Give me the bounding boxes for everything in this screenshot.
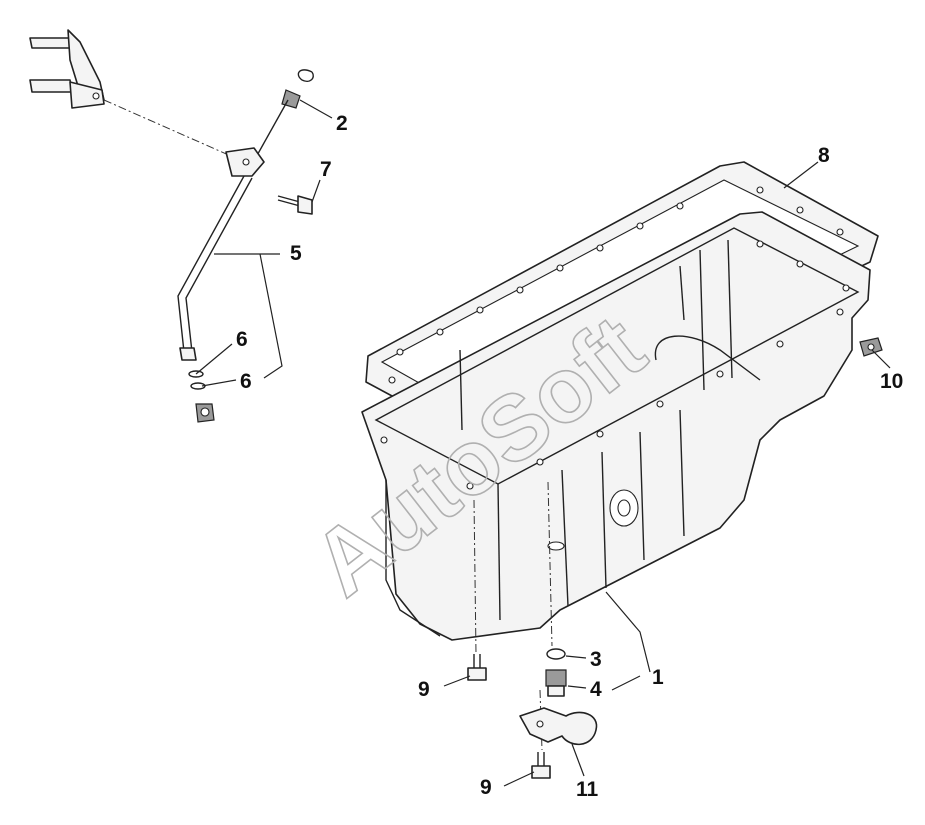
callout-6-upper: 6 [236, 328, 248, 351]
dipstick-tube [177, 147, 265, 361]
callout-5: 5 [290, 242, 302, 265]
callout-6-lower: 6 [240, 370, 252, 393]
bolt-9b [531, 752, 551, 779]
callout-9-lower: 9 [480, 776, 492, 799]
washer-3 [546, 648, 566, 660]
callout-10: 10 [880, 370, 903, 393]
tube-adapter [195, 403, 215, 423]
callout-1: 1 [652, 666, 664, 689]
bolt-9a [467, 654, 487, 681]
o-ring-upper [188, 370, 204, 378]
callout-2: 2 [336, 112, 348, 135]
leader-lines [195, 99, 891, 787]
callout-3: 3 [590, 648, 602, 671]
drain-centerline [547, 481, 553, 647]
callout-9-upper: 9 [418, 678, 430, 701]
bracket-centerline [103, 99, 241, 161]
pan-flange-holes [380, 240, 850, 490]
mounting-bracket [29, 29, 105, 109]
callout-8: 8 [818, 144, 830, 167]
nut-10 [859, 337, 883, 357]
oil-pan [361, 211, 871, 641]
callout-4: 4 [590, 678, 602, 701]
bolt-7 [277, 195, 313, 215]
callout-7: 7 [320, 158, 332, 181]
dipstick [249, 69, 314, 169]
strap-11 [519, 707, 598, 746]
bolt-9a-centerline [473, 499, 477, 655]
callout-11: 11 [576, 778, 599, 801]
drain-plug-4 [545, 669, 567, 697]
